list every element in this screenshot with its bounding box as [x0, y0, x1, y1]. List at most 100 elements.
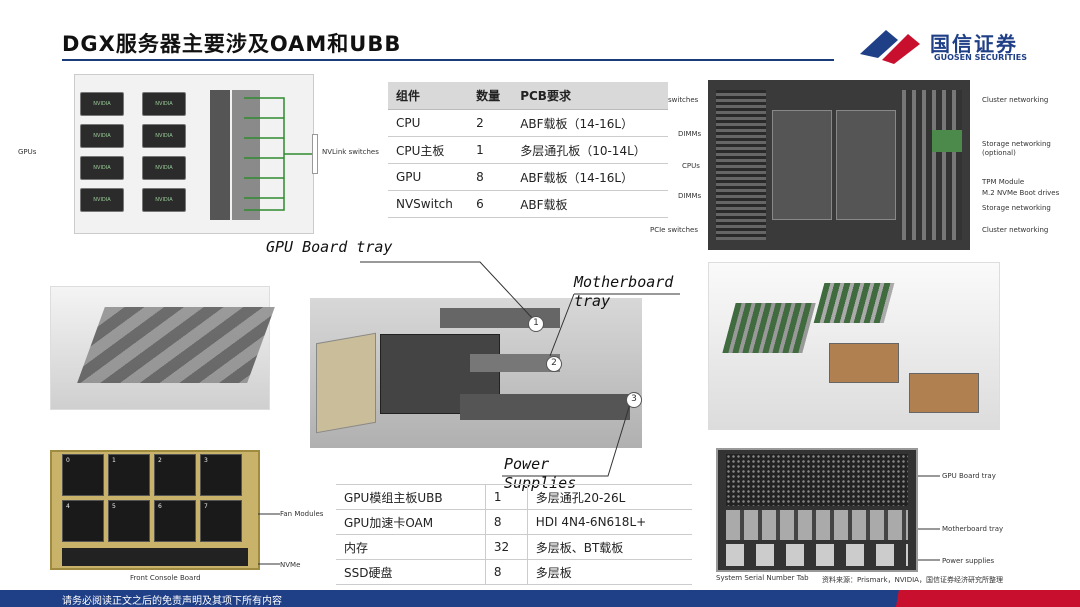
table-cell: 多层通孔板（10-14L）: [512, 136, 668, 164]
rear-motherboard-tray-label: Motherboard tray: [942, 525, 1004, 533]
callout-2: 2: [546, 356, 562, 372]
component-table: 组件 数量 PCB要求 CPU 2 ABF载板（14-16L） CPU主板 1 …: [388, 82, 668, 218]
components-photo: [708, 262, 1000, 430]
table-row: GPU 8 ABF载板（14-16L）: [388, 163, 668, 191]
gpu-card: NVIDIA: [142, 188, 186, 212]
gpu-board-tray-label: GPU Board tray: [266, 238, 393, 256]
gpu-card: NVIDIA: [142, 92, 186, 116]
motherboard-tray-label: Motherboard: [574, 273, 674, 291]
table-cell: 多层通孔20-26L: [527, 484, 692, 510]
mb-label-tpm-module: TPM Module: [982, 178, 1025, 186]
fan-slot-number: 4: [66, 503, 70, 510]
fan-module: 7: [200, 500, 242, 542]
gpu-card: NVIDIA: [142, 156, 186, 180]
mb-label-dimms: DIMMs: [678, 130, 702, 138]
table-row: GPU模组主板UBB 1 多层通孔20-26L: [336, 484, 692, 510]
gpu-card-label: NVIDIA: [93, 197, 111, 203]
mb-label-pcie-switches: PCIe switches: [650, 226, 699, 234]
logo-text-en: GUOSEN SECURITIES: [934, 53, 1027, 62]
table-cell: 8: [468, 163, 513, 191]
table-cell: SSD硬盘: [336, 559, 486, 585]
motherboard-tray-label-2: tray: [574, 292, 611, 310]
gpu-card: NVIDIA: [80, 92, 124, 116]
page-title: DGX服务器主要涉及OAM和UBB: [62, 32, 402, 56]
table-row: CPU 2 ABF载板（14-16L）: [388, 109, 668, 137]
table-cell: 8: [485, 509, 528, 535]
front-panel-leaders: [258, 513, 280, 565]
exploded-callout-lines: [360, 261, 680, 477]
table-cell: 32: [485, 534, 528, 560]
table-cell: 多层板、BT载板: [527, 534, 692, 560]
source-note: 资料来源：Prismark，NVIDIA，国信证券经济研究所整理: [822, 576, 1003, 584]
table-cell: ABF载板: [512, 190, 668, 218]
callout-1: 1: [528, 316, 544, 332]
rear-power-supplies-label: Power supplies: [942, 557, 995, 565]
logo-text-cn: 国信证券: [930, 32, 1018, 56]
fan-slot-number: 5: [112, 503, 116, 510]
gpus-label: GPUs: [18, 148, 37, 156]
gpu-card-label: NVIDIA: [155, 165, 173, 171]
table-cell: 6: [468, 190, 513, 218]
table-header: 组件: [388, 82, 469, 110]
fan-slot-number: 2: [158, 457, 162, 464]
mb-label-storage-networking: Storage networking: [982, 140, 1051, 148]
fan-module: 1: [108, 454, 150, 496]
rear-panel-leaders: [918, 475, 940, 561]
gpu-card-label: NVIDIA: [93, 133, 111, 139]
nvme-label: NVMe: [280, 561, 301, 569]
footer-accent: [820, 590, 1080, 607]
mb-label-cluster-networking-2: Cluster networking: [982, 226, 1049, 234]
table-row: GPU加速卡OAM 8 HDI 4N4-6N618L+: [336, 509, 692, 535]
gpu-card: NVIDIA: [80, 188, 124, 212]
mb-label-switches: switches: [668, 96, 699, 104]
table-cell: CPU主板: [388, 136, 469, 164]
gpu-card-label: NVIDIA: [155, 101, 173, 107]
callout-3: 3: [626, 392, 642, 408]
gpu-card: NVIDIA: [80, 156, 124, 180]
gpu-card-label: NVIDIA: [155, 197, 173, 203]
table-cell: ABF载板（14-16L）: [512, 109, 668, 137]
footer-bar: [0, 590, 1080, 607]
rear-gpu-board-tray-label: GPU Board tray: [942, 472, 996, 480]
gpu-card-label: NVIDIA: [93, 101, 111, 107]
fan-module: 0: [62, 454, 104, 496]
fan-slot-number: 7: [204, 503, 208, 510]
serial-tab-label: System Serial Number Tab: [716, 574, 809, 582]
table-cell: NVSwitch: [388, 190, 469, 218]
table-cell: 内存: [336, 534, 486, 560]
table-cell: CPU: [388, 109, 469, 137]
table-cell: GPU: [388, 163, 469, 191]
mb-label-storage-networking-2: Storage networking: [982, 204, 1051, 212]
gpu-card: NVIDIA: [142, 124, 186, 148]
motherboard-diagram: switches DIMMs CPUs DIMMs PCIe switches …: [640, 80, 1060, 252]
title-underline: [62, 59, 834, 61]
table-row: SSD硬盘 8 多层板: [336, 559, 692, 585]
fan-slot-number: 6: [158, 503, 162, 510]
table-cell: 1: [468, 136, 513, 164]
table-cell: 1: [485, 484, 528, 510]
nvlink-switches-label: NVLink switches: [322, 148, 379, 156]
table-header: 数量: [468, 82, 513, 110]
table-cell: 多层板: [527, 559, 692, 585]
mb-label-cluster-networking: Cluster networking: [982, 96, 1049, 104]
mb-label-cpus: CPUs: [682, 162, 700, 170]
table-cell: GPU模组主板UBB: [336, 484, 486, 510]
footer-disclaimer: 请务必阅读正文之后的免责声明及其项下所有内容: [62, 596, 282, 607]
table-cell: HDI 4N4-6N618L+: [527, 509, 692, 535]
mb-label-optional: (optional): [982, 149, 1016, 157]
table-header: PCB要求: [512, 82, 668, 110]
fan-slot-number: 0: [66, 457, 70, 464]
rear-panel-diagram: System Serial Number Tab: [716, 448, 936, 582]
fan-module: 6: [154, 500, 196, 542]
power-supplies-label: Power: [504, 455, 550, 473]
gpu-card: NVIDIA: [80, 124, 124, 148]
gpu-card-label: NVIDIA: [155, 133, 173, 139]
fan-slot-number: 3: [204, 457, 208, 464]
fan-module: 2: [154, 454, 196, 496]
table-cell: ABF载板（14-16L）: [512, 163, 668, 191]
table-cell: 2: [468, 109, 513, 137]
table-row: CPU主板 1 多层通孔板（10-14L）: [388, 136, 668, 164]
table-row: 内存 32 多层板、BT载板: [336, 534, 692, 560]
table-row: NVSwitch 6 ABF载板: [388, 190, 668, 218]
